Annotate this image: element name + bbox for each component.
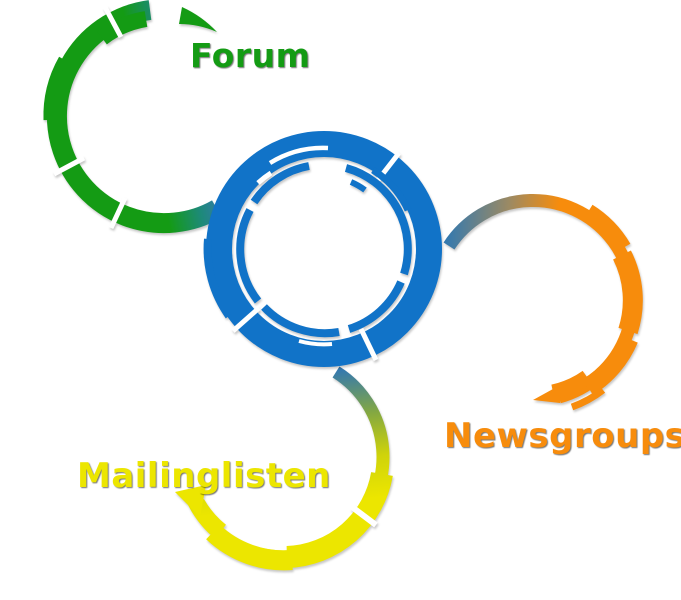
forum-label: Forum	[190, 36, 311, 75]
hub-ring-gap-slit	[298, 339, 333, 347]
forum-ring-gap-slit	[102, 5, 124, 39]
forum-ring-outer-step-segment	[43, 56, 67, 121]
hub-ring-inner-arc	[250, 162, 310, 205]
newsgroups-ring-brush-tip	[533, 384, 562, 403]
newsgroups-ring	[443, 193, 643, 411]
mailinglisten-ring-brush-tip	[175, 485, 206, 517]
mailinglisten-ring-thick-segment	[206, 524, 293, 571]
newsgroups-ring-thick-segment	[612, 250, 643, 335]
hub-ring-inner-arc	[347, 280, 405, 333]
hub-ring	[203, 131, 442, 367]
forum-ring-gap-slit	[52, 155, 86, 177]
hub-ring-inner-arc	[236, 208, 262, 304]
hub-ring-gap-slit	[358, 327, 379, 362]
hub-ring-inner-arc	[261, 304, 340, 338]
forum-ring	[43, 0, 222, 234]
hub-ring-gap-slit	[256, 170, 273, 185]
forum-ring-inner-step-segment	[97, 11, 148, 45]
newsgroups-ring-thick-segment	[582, 335, 638, 396]
mailinglisten-label: Mailinglisten	[77, 456, 331, 496]
forum-ring-gap-slit	[108, 196, 128, 230]
newsgroups-label: Newsgroups	[444, 416, 681, 456]
hub-ring-gap-slit	[268, 145, 329, 165]
mailinglisten-ring	[175, 366, 393, 571]
hub-ring-gap-slit	[231, 306, 261, 333]
hub-ring-inner-arc-fragment	[349, 179, 367, 193]
newsgroups-ring-thick-segment	[583, 204, 631, 253]
newsgroups-ring-outer-step-segment	[570, 387, 606, 411]
hub-ring-inner-arc	[371, 167, 412, 212]
hub-ring-outer-step-segment	[203, 238, 233, 319]
hub-ring-inner-arc	[344, 164, 412, 276]
mailinglisten-ring-gap-slit	[350, 504, 378, 528]
forum-ring-tapered-segment	[179, 7, 217, 32]
mailinglisten-ring-thick-segment	[286, 471, 393, 568]
hub-ring-band	[206, 131, 442, 367]
